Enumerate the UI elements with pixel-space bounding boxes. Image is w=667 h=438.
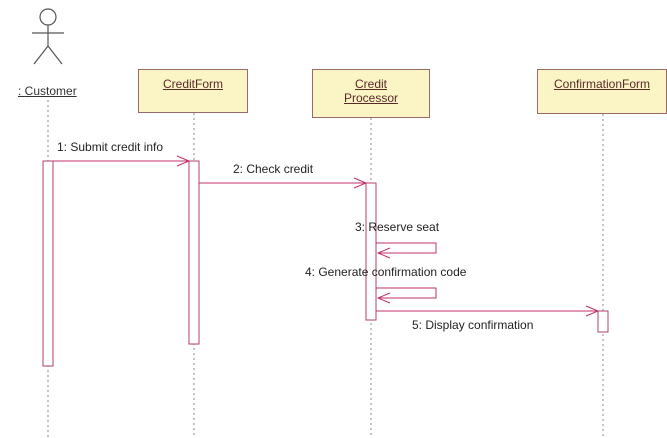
object-creditprocessor-label-2: Processor bbox=[343, 91, 399, 105]
activation-confirmationform bbox=[597, 310, 609, 333]
object-creditform-label: CreditForm bbox=[162, 77, 223, 91]
message-label-4: 4: Generate confirmation code bbox=[305, 265, 467, 279]
object-creditform: CreditForm bbox=[138, 69, 248, 113]
message-label-1: 1: Submit credit info bbox=[57, 140, 164, 154]
activation-creditprocessor bbox=[365, 182, 377, 321]
actor-label: : Customer bbox=[18, 84, 77, 98]
message-arrow-3 bbox=[376, 242, 437, 254]
object-confirmationform: ConfirmationForm bbox=[537, 69, 667, 114]
message-arrow-4 bbox=[376, 287, 437, 299]
actor-name: Customer bbox=[24, 84, 77, 98]
activation-customer bbox=[42, 160, 54, 367]
object-creditprocessor: Credit Processor bbox=[312, 69, 430, 118]
actor-figure bbox=[32, 8, 64, 65]
activation-creditform bbox=[188, 160, 200, 345]
message-label-3: 3: Reserve seat bbox=[355, 220, 440, 234]
actor-prefix: : bbox=[18, 84, 25, 98]
message-label-5: 5: Display confirmation bbox=[412, 318, 534, 332]
object-confirmationform-label: ConfirmationForm bbox=[553, 77, 651, 91]
object-creditprocessor-label-1: Credit bbox=[354, 77, 387, 91]
message-label-2: 2: Check credit bbox=[233, 162, 314, 176]
